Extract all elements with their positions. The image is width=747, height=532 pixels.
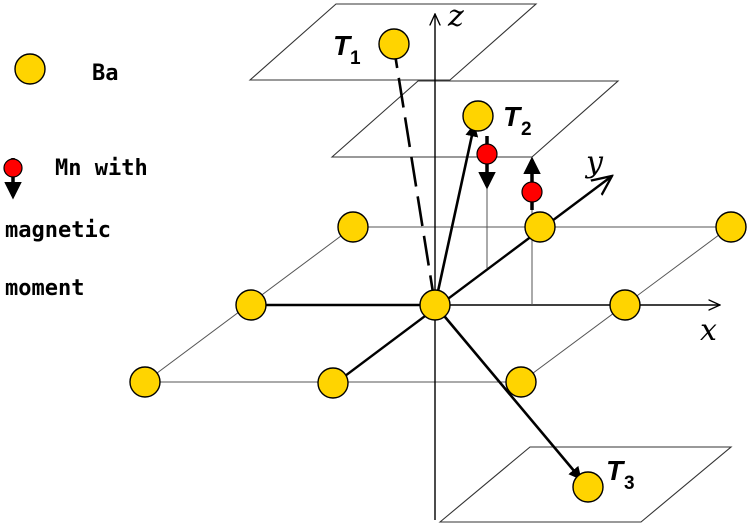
ba-atom [378, 28, 410, 60]
t3-label-letter: T [606, 455, 626, 486]
ba-atom [419, 289, 451, 321]
ba-atom [317, 367, 349, 399]
legend-mn-moment-icon [3, 158, 23, 200]
legend-mn-label-line3: moment [5, 276, 84, 301]
legend: Ba Mn with magnetic moment [3, 53, 148, 301]
axes: x y z [435, 0, 720, 520]
ba-atom [715, 211, 747, 243]
ba-atom [572, 471, 604, 503]
t2-vector [433, 123, 479, 306]
ba-atom [609, 289, 641, 321]
mn-atom-down [476, 136, 498, 190]
translation-vectors [389, 45, 582, 480]
ba-atom [505, 366, 537, 398]
t3-vector [434, 304, 582, 480]
t2-label: T 2 [503, 101, 532, 140]
t2-label-letter: T [503, 101, 523, 132]
legend-ba-label: Ba [92, 61, 119, 86]
ba-atom [462, 100, 494, 132]
legend-mn-label-line2: magnetic [5, 218, 111, 243]
y-axis [332, 176, 612, 386]
t2-label-subscript: 2 [521, 119, 532, 140]
ba-atom [129, 366, 161, 398]
x-axis-label: x [700, 313, 717, 348]
t1-label-subscript: 1 [350, 48, 361, 69]
ba-atom [337, 211, 369, 243]
ba-atom [235, 289, 267, 321]
t3-label: T 3 [606, 455, 635, 494]
t3-label-subscript: 3 [624, 473, 635, 494]
t1-vector [389, 45, 437, 306]
ba-bonds [251, 176, 612, 386]
z-axis-label: z [447, 0, 464, 34]
ba-atoms [129, 28, 747, 503]
t1-label: T 1 [333, 30, 361, 69]
legend-mn-label-line1: Mn with [55, 156, 148, 181]
mn-atom-up [521, 156, 543, 210]
t1-label-letter: T [333, 30, 353, 61]
ba-atom [524, 211, 556, 243]
legend-ba-atom-icon [14, 53, 46, 85]
y-axis-label: y [584, 145, 604, 180]
